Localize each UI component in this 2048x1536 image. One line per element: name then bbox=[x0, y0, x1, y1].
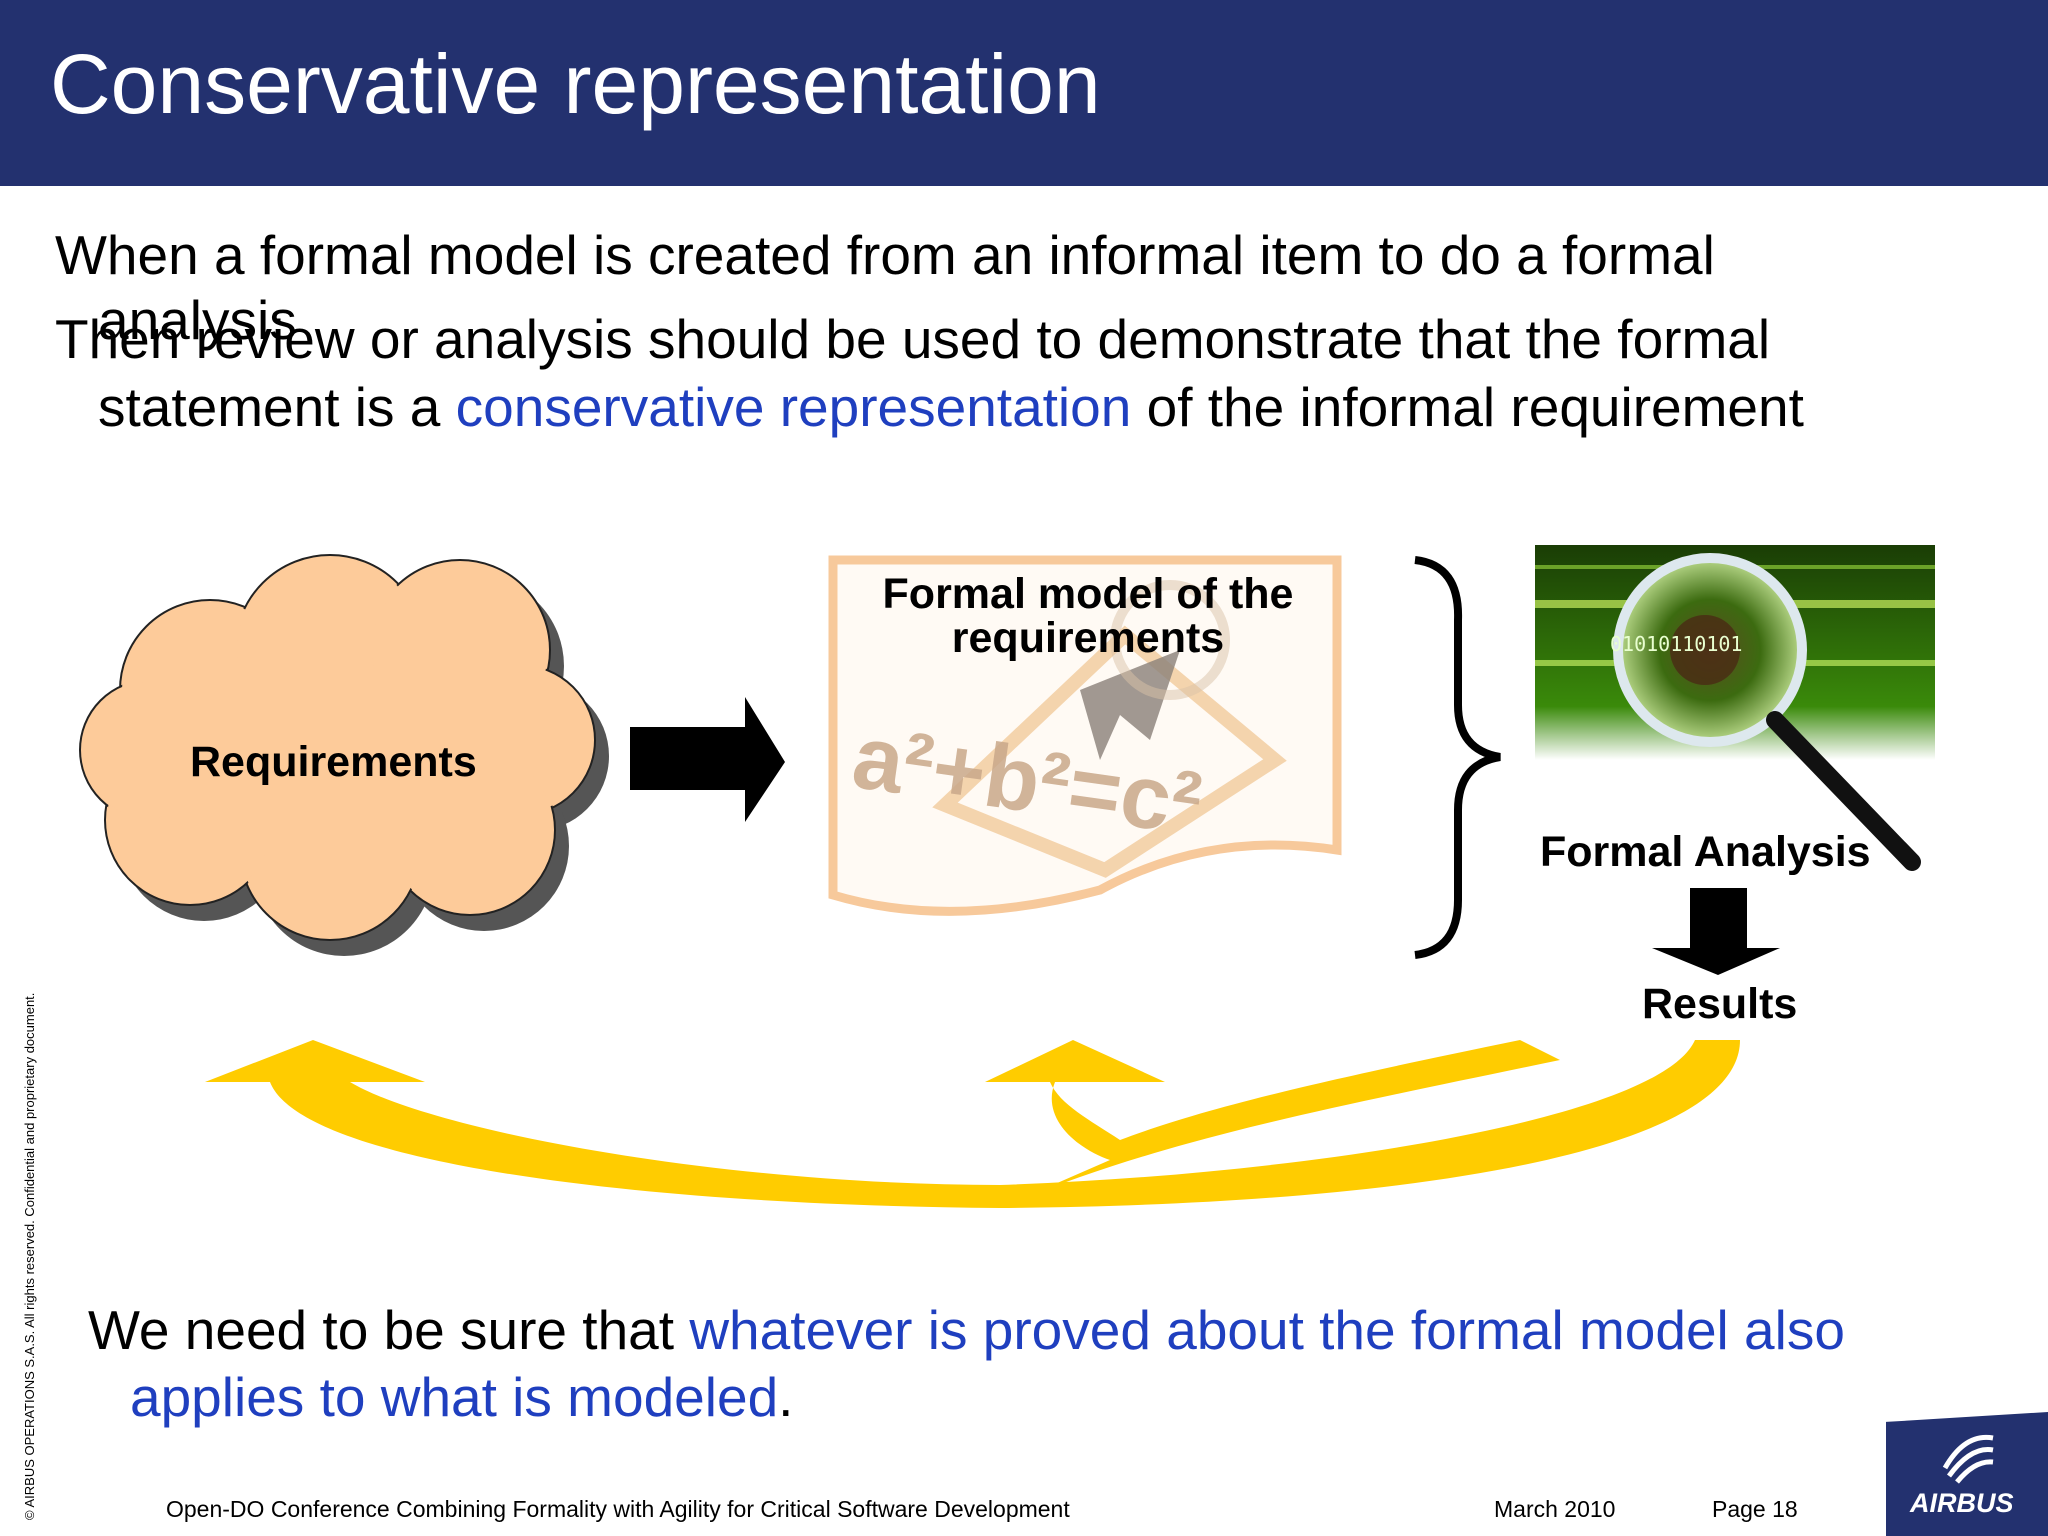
header-bar bbox=[0, 0, 2048, 186]
curly-brace-icon bbox=[1414, 556, 1501, 959]
formal-model-label-line2: requirements bbox=[951, 614, 1225, 662]
conclusion-highlight-line2: applies to what is modeled bbox=[130, 1366, 779, 1428]
bullet2-line2-post: of the informal requirement bbox=[1131, 376, 1804, 438]
down-arrow-icon bbox=[1652, 888, 1780, 975]
conclusion-post: . bbox=[778, 1366, 794, 1428]
airbus-swirl-icon bbox=[1942, 1434, 1994, 1484]
bullet2-line2-pre: statement is a bbox=[98, 376, 456, 438]
formal-analysis-label: Formal Analysis bbox=[1540, 828, 1871, 876]
magnifier-handle bbox=[1766, 711, 1921, 871]
footer-date: March 2010 bbox=[1494, 1496, 1616, 1522]
formal-model-label-line1: Formal model of the bbox=[882, 570, 1294, 618]
formal-analysis-image bbox=[1535, 545, 1935, 871]
bullet2-highlight: conservative representation bbox=[455, 376, 1132, 438]
feedback-arrow-to-formal-model bbox=[985, 1040, 1560, 1208]
feedback-arrow-to-requirements bbox=[205, 1040, 1740, 1208]
bullet1-line1: When a formal model is created from an i… bbox=[55, 224, 1715, 286]
slide-title: Conservative representation bbox=[50, 37, 1101, 131]
feedback-arrows bbox=[205, 1040, 1740, 1208]
binary-graphic: 01010110101 bbox=[1610, 632, 1743, 656]
bullet2-line1: Then review or analysis should be used t… bbox=[55, 308, 1771, 370]
conclusion-line2: applies to what is modeled. bbox=[130, 1362, 793, 1432]
requirements-cloud-fill bbox=[82, 557, 593, 938]
bullet2-line2: statement is a conservative representati… bbox=[98, 372, 1804, 442]
conclusion-highlight-line1: whatever is proved about the formal mode… bbox=[689, 1299, 1845, 1361]
formal-model-document bbox=[828, 555, 1342, 916]
results-label: Results bbox=[1642, 980, 1798, 1028]
footer-page-number: Page 18 bbox=[1712, 1496, 1798, 1522]
bullet1-line2: analysis bbox=[98, 289, 297, 351]
conclusion-pre: We need to be sure that bbox=[88, 1299, 690, 1361]
requirements-label: Requirements bbox=[190, 738, 477, 786]
footer-conference: Open-DO Conference Combining Formality w… bbox=[166, 1496, 1070, 1522]
conclusion-line1: We need to be sure that whatever is prov… bbox=[88, 1295, 1845, 1365]
airbus-logo-text: AIRBUS bbox=[1910, 1488, 2014, 1518]
right-arrow-icon bbox=[630, 697, 785, 822]
copyright-notice: © AIRBUS OPERATIONS S.A.S. All rights re… bbox=[22, 992, 37, 1520]
